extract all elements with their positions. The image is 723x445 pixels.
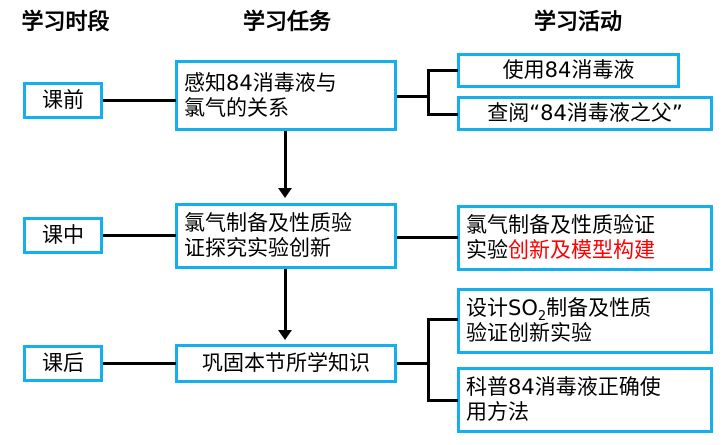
- so2-suffix: 制备及性质 验证创新实验: [466, 296, 652, 345]
- task-box-consolidate-knowledge[interactable]: 巩固本节所学知识: [175, 344, 397, 383]
- so2-subscript: 2: [537, 309, 547, 325]
- arrow-head-task2-task3: [278, 330, 292, 340]
- connector-stage3-task3: [103, 362, 176, 365]
- task-box-chlorine-experiment[interactable]: 氯气制备及性质验 证探究实验创新: [175, 203, 397, 269]
- arrow-shaft-task2-task3: [284, 269, 287, 331]
- bracket-bottom-branch-1: [427, 318, 458, 321]
- stage-box-during-class[interactable]: 课中: [23, 217, 103, 254]
- activity-box-so2-design[interactable]: 设计SO2制备及性质 验证创新实验: [457, 288, 713, 354]
- activity-box-use-disinfectant[interactable]: 使用84消毒液: [457, 53, 680, 88]
- arrow-shaft-task1-task2: [284, 131, 287, 189]
- bracket-bottom-spine: [427, 318, 430, 402]
- column-header-task: 学习任务: [242, 10, 331, 35]
- stage-box-before-class[interactable]: 课前: [23, 82, 103, 119]
- activity-text-red-highlight: 创新及模型构建: [508, 238, 655, 262]
- connector-stage1-task1: [103, 99, 176, 102]
- bracket-top-stem: [397, 95, 430, 98]
- column-header-activity: 学习活动: [533, 10, 622, 35]
- connector-task2-activity3: [397, 236, 458, 239]
- arrow-head-task1-task2: [278, 188, 292, 198]
- bracket-top-spine: [427, 69, 430, 116]
- bracket-bottom-stem: [397, 362, 430, 365]
- column-header-stage: 学习时段: [21, 10, 110, 35]
- stage-box-after-class[interactable]: 课后: [23, 345, 103, 382]
- activity-box-chlorine-innovation[interactable]: 氯气制备及性质验证 实验创新及模型构建: [457, 205, 713, 271]
- bracket-top-branch-1: [427, 69, 458, 72]
- activity-text-black: 氯气制备及性质验证 实验: [466, 213, 655, 262]
- connector-stage2-task2: [103, 234, 176, 237]
- so2-prefix: 设计SO: [466, 296, 538, 321]
- bracket-top-branch-2: [427, 113, 458, 116]
- activity-text-so2: 设计SO2制备及性质 验证创新实验: [466, 296, 651, 346]
- activity-text-mixed: 氯气制备及性质验证 实验创新及模型构建: [466, 213, 655, 263]
- task-box-perceive-relation[interactable]: 感知84消毒液与 氯气的关系: [175, 60, 397, 131]
- bracket-bottom-branch-2: [427, 399, 458, 402]
- activity-box-research-father[interactable]: 查阅“84消毒液之父”: [457, 96, 713, 131]
- activity-box-popularize-usage[interactable]: 科普84消毒液正确使 用方法: [457, 367, 713, 433]
